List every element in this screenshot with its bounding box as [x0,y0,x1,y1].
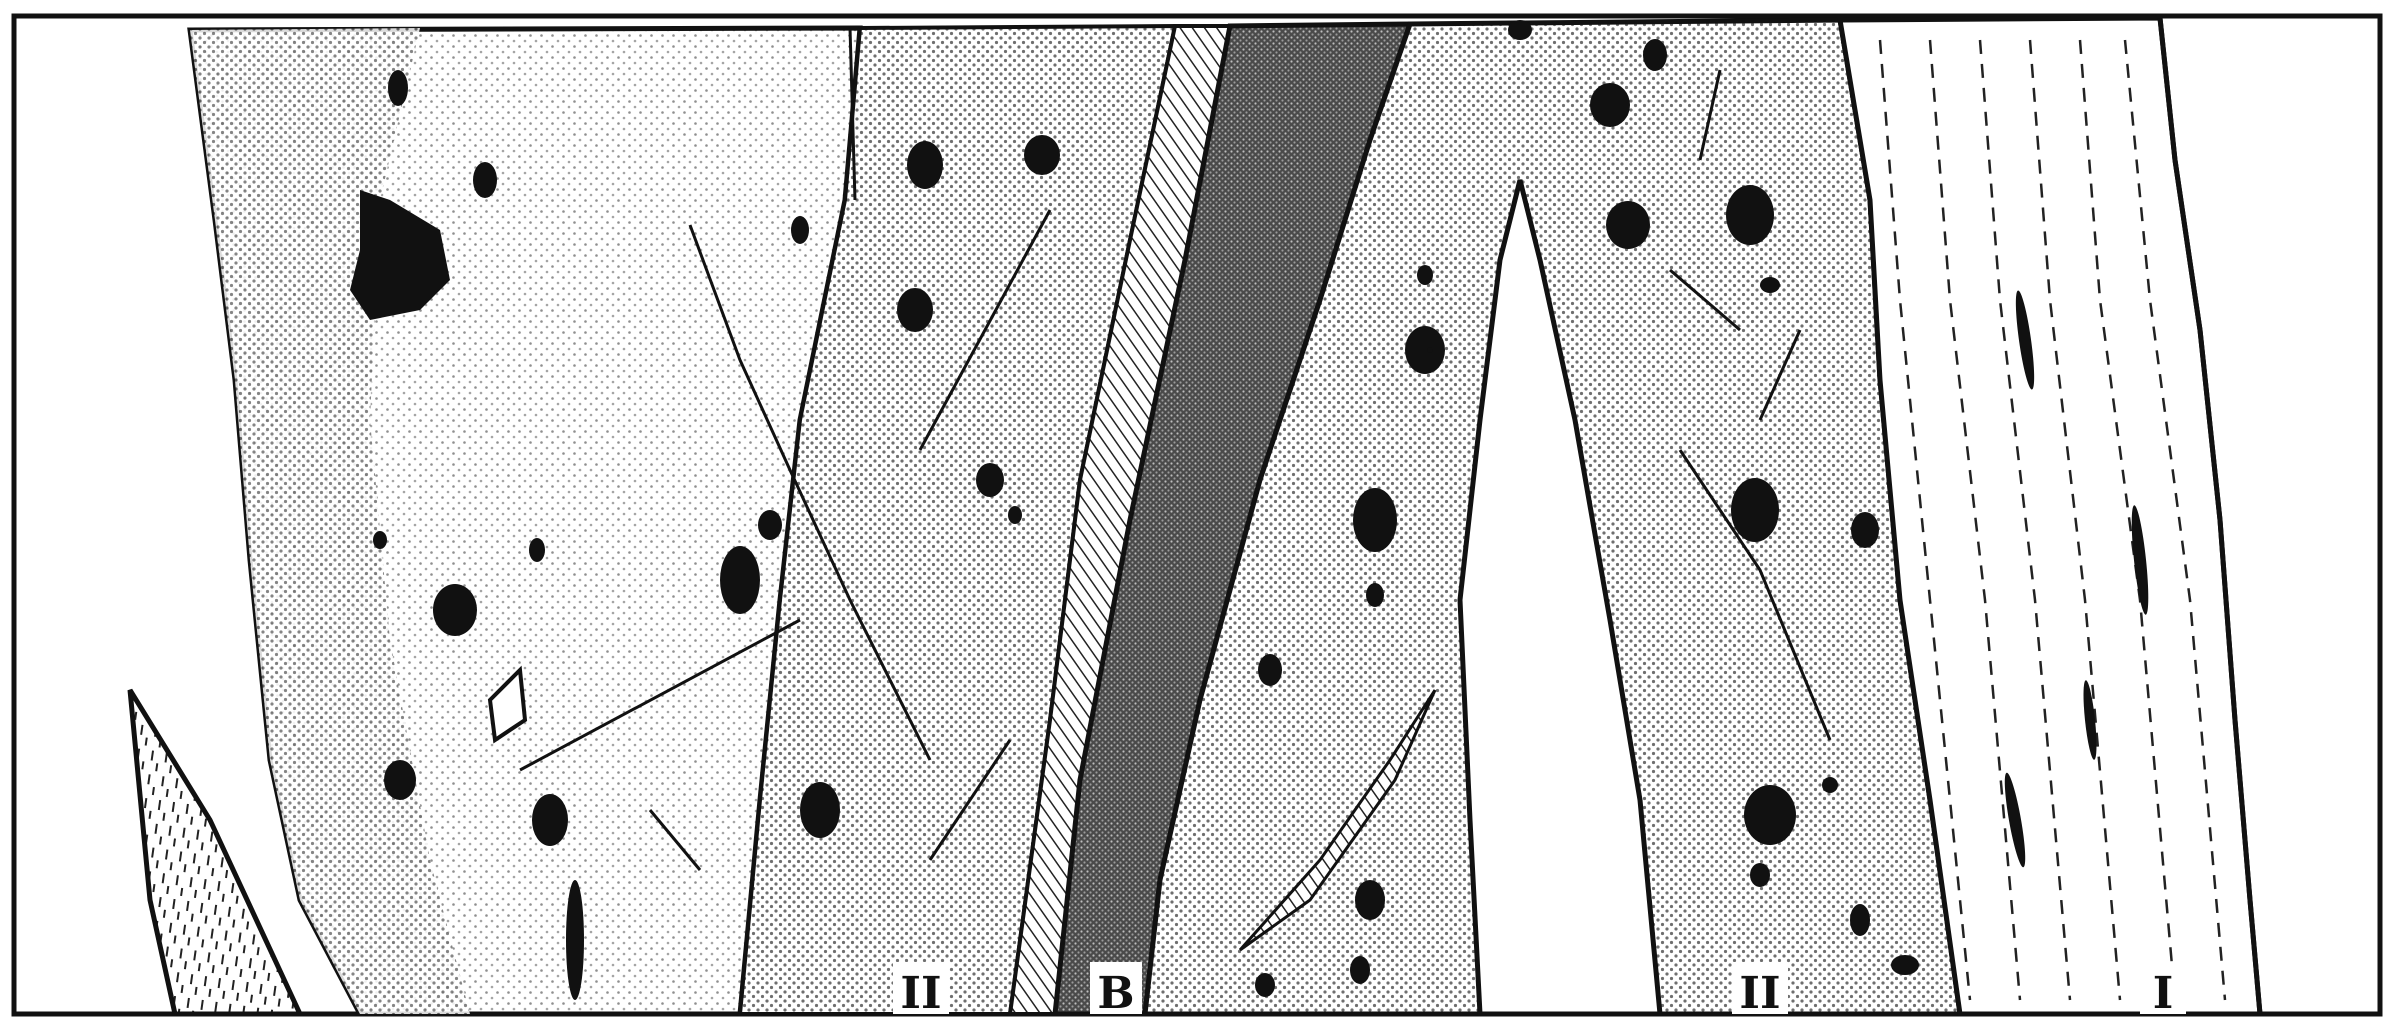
label-band-b: B [1097,968,1134,1018]
label-unit-ii-right: II [1739,968,1780,1018]
label-unit-i: I [2153,968,2174,1018]
label-unit-ii-left: II [900,968,941,1018]
